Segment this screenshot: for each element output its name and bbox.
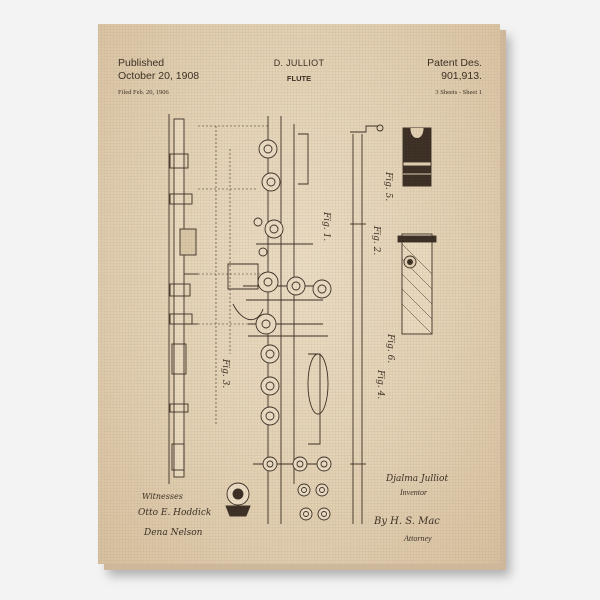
patent-title: FLUTE bbox=[286, 74, 312, 83]
witness-2-signature: Dena Nelson bbox=[144, 528, 203, 538]
header-center: D. JULLIOT FLUTE bbox=[98, 57, 500, 85]
attorney-signature: By H. S. Mac bbox=[374, 516, 440, 527]
flute-patent-drawing: Fig. 1. Fig. 2. Fig. 3. Fig. 4. Fig. 5. … bbox=[168, 114, 437, 524]
fig4-label: Fig. 4. bbox=[375, 369, 385, 399]
fig1-label: Fig. 1. bbox=[321, 211, 331, 241]
inventor-label: Inventor bbox=[400, 488, 428, 497]
construction-lines bbox=[198, 125, 268, 424]
witness-1-signature: Otto E. Hoddick bbox=[138, 508, 212, 518]
inventor-name: D. JULLIOT bbox=[273, 58, 325, 68]
filed-date: Filed Feb. 20, 1906 bbox=[118, 89, 169, 96]
witnesses-label: Witnesses bbox=[142, 492, 183, 501]
header-left: Published October 20, 1908 Filed Feb. 20… bbox=[118, 57, 199, 96]
fig6-label: Fig. 6. bbox=[385, 333, 395, 363]
fig1-key-rings bbox=[253, 139, 332, 521]
fig-detail-key bbox=[225, 482, 251, 517]
sheet-info: 3 Sheets - Sheet 1 bbox=[435, 89, 482, 96]
fig3-label: Fig. 3. bbox=[220, 358, 230, 388]
patent-label: Patent Des. bbox=[427, 57, 482, 69]
patent-number: 901,913. bbox=[441, 70, 482, 82]
fig5-label: Fig. 5. bbox=[383, 171, 393, 201]
fig5-sleeve bbox=[402, 127, 432, 187]
published-date: October 20, 1908 bbox=[118, 70, 200, 82]
canvas-print: Published October 20, 1908 Filed Feb. 20… bbox=[98, 24, 500, 564]
fig2-label: Fig. 2. bbox=[371, 225, 381, 255]
inventor-signature: Djalma Julliot bbox=[386, 474, 449, 484]
header-right: Patent Des. 901,913. 3 Sheets - Sheet 1 bbox=[427, 57, 482, 96]
attorney-label: Attorney bbox=[404, 534, 432, 543]
fig3-tube bbox=[168, 114, 198, 484]
fig2-rod bbox=[350, 124, 384, 524]
published-label: Published bbox=[118, 57, 165, 69]
fig6-section bbox=[397, 233, 437, 335]
